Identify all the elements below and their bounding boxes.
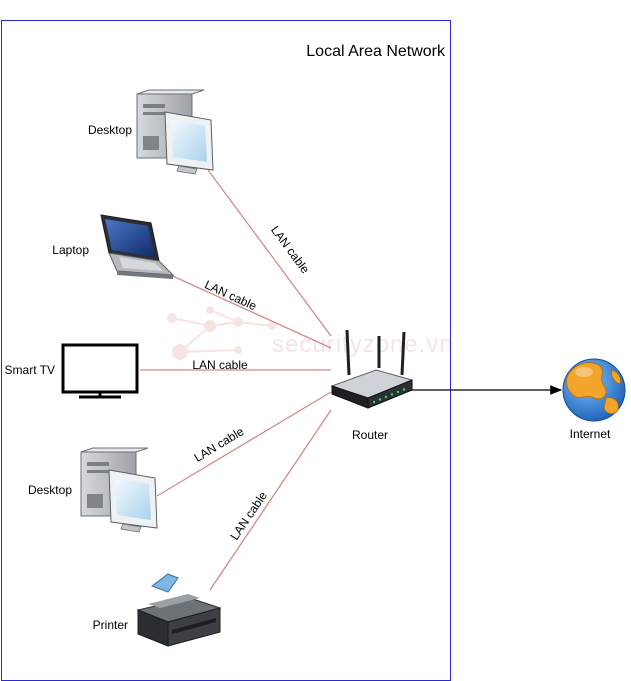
globe-icon [562,358,626,422]
cable-desktop-top [207,169,332,337]
cable-desktop-bottom [156,391,332,497]
lan-title: Local Area Network [306,43,446,60]
desktop-top-node: Desktop [88,89,214,175]
printer-node: Printer [93,573,222,647]
desktop-bottom-label: Desktop [28,483,72,497]
desktop-bottom-node: Desktop [28,447,158,533]
lan-cables [140,169,332,591]
cable-laptop [154,267,332,349]
printer-icon [136,573,222,647]
desktop-top-label: Desktop [88,123,132,137]
desktop-computer-icon [136,89,214,175]
internet-label: Internet [570,427,611,441]
printer-label: Printer [93,618,128,632]
laptop-icon [100,214,175,279]
desktop-computer-icon [80,447,158,533]
cable-label-printer: LAN cable [227,489,270,543]
wireless-router-icon [330,329,414,409]
monitor-icon [61,343,139,399]
router-label: Router [352,428,388,442]
laptop-node: Laptop [52,214,175,279]
cable-printer [209,409,332,591]
watermark-network-icon [167,306,276,360]
smart-tv-label: Smart TV [5,363,55,377]
cable-label-smart-tv: LAN cable [192,358,248,372]
smart-tv-node: Smart TV [5,343,139,399]
cable-label-desktop-top: LAN cable [268,223,312,276]
watermark: securityzone.vn [167,306,454,360]
laptop-label: Laptop [52,243,89,257]
watermark-text: securityzone.vn [272,331,454,358]
internet-node: Internet [562,358,626,441]
router-node: Router [330,329,414,442]
